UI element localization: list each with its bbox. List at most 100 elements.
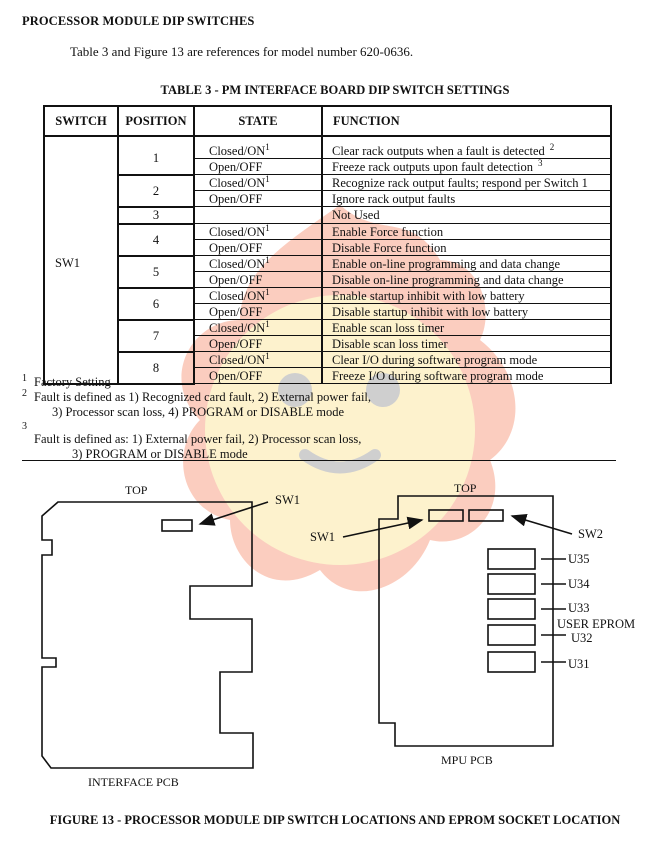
footnote-number: 2 [22,388,27,399]
footnote-text: Fault is defined as: 1) External power f… [34,432,362,446]
mpu-sw2-arrow [510,514,573,535]
header-switch: SWITCH [43,105,119,137]
table-row: 6 Closed/ON1 Enable startup inhibit with l… [44,286,612,321]
function-text: Enable startup inhibit with low battery [332,288,525,303]
state-text: Closed/ON [209,224,266,239]
eprom-socket-u31 [487,651,536,673]
table-header-row: SWITCH POSITION STATE FUNCTION [43,105,612,137]
function-cell: Enable scan loss timer [321,319,612,336]
function-cell: Enable Force function [321,223,612,240]
socket-label-u33: U33 [568,601,590,615]
mpu-pcb-outline [378,495,554,747]
mpu-sw1-label: SW1 [310,530,335,544]
mpu-sw2-switch [468,509,504,522]
state-cell: Closed/ON1 [193,174,323,191]
function-cell: Enable on-line programming and data chan… [321,255,612,272]
function-text: Recognize rack output faults; respond pe… [332,175,588,190]
table-row: Open/OFF Ignore rack output faults [44,190,612,207]
state-footnote-ref: 1 [265,318,270,329]
function-text: Disable scan loss timer [332,336,448,351]
function-text: Enable on-line programming and data chan… [332,256,561,271]
function-cell: Not Used [321,206,612,224]
function-text: Disable startup inhibit with low battery [332,304,529,319]
state-text: Open/OFF [209,191,263,206]
state-text: Open/OFF [209,272,263,287]
state-cell: Open/OFF [193,190,323,207]
function-text: Freeze I/O during software program mode [332,368,544,383]
state-text: Open/OFF [209,304,263,319]
function-cell: Disable Force function [321,239,612,256]
mpu-sw1-switch [428,509,464,522]
position-cell: 1 [117,136,195,176]
socket-label-u35: U35 [568,552,590,566]
footnote-1: 1 Factory Setting [22,373,371,390]
footnote-number: 1 [22,373,27,384]
footnote-2: 2 Fault is defined as 1) Recognized card… [22,388,371,420]
state-text: Closed/ON [209,288,266,303]
footnote-3: 3 Fault is defined as: 1) External power… [22,421,371,462]
function-cell: Clear rack outputs when a fault is detec… [321,136,612,159]
function-text: Freeze rack outputs upon fault detection [332,159,533,174]
table-title: TABLE 3 - PM INTERFACE BOARD DIP SWITCH … [160,83,510,97]
function-text: Not Used [332,208,380,222]
footnote-number: 3 [22,421,27,432]
eprom-socket-u32 [487,624,536,646]
position-cell: 2 [117,174,195,208]
interface-pcb-label: INTERFACE PCB [88,775,179,789]
state-footnote-ref: 1 [265,286,270,297]
header-position: POSITION [117,105,195,137]
figure-caption: FIGURE 13 - PROCESSOR MODULE DIP SWITCH … [49,813,621,827]
position-cell: 7 [117,319,195,353]
position-cell: 4 [117,223,195,257]
eprom-socket-u33 [487,598,536,620]
state-cell: Open/OFF [193,239,323,256]
state-cell: Closed/ON1 [193,255,323,272]
header-function: FUNCTION [321,105,612,137]
state-cell: Open/OFF [193,303,323,320]
function-text: Enable scan loss timer [332,320,445,335]
state-text: Closed/ON [209,352,266,367]
function-cell: Disable startup inhibit with low battery [321,303,612,320]
function-cell: Recognize rack output faults; respond pe… [321,174,612,191]
position-cell: 6 [117,287,195,321]
state-cell: Open/OFF [193,367,323,384]
socket-label-u31: U31 [568,657,590,671]
intro-text: Table 3 and Figure 13 are references for… [70,44,414,59]
state-text: Open/OFF [209,159,263,174]
function-cell: Ignore rack output faults [321,190,612,207]
socket-label-u32: U32 [571,631,593,645]
state-cell: Open/OFF [193,271,323,288]
function-footnote-ref: 3 [537,157,543,168]
function-text: Ignore rack output faults [332,191,456,206]
table-row: Open/OFF Freeze I/O during software progr… [44,367,612,384]
figure-13-diagram [41,495,573,769]
state-cell: Open/OFF [193,335,323,352]
state-text: Closed/ON [209,175,266,190]
state-text: Open/OFF [209,368,263,383]
position-cell: 3 [117,206,195,225]
table-row: Open/OFF Disable on-line programming and … [44,271,612,288]
state-cell: Open/OFF [193,158,323,175]
mpu-pcb-label: MPU PCB [441,753,493,767]
function-cell: Disable on-line programming and data cha… [321,271,612,288]
function-cell: Freeze rack outputs upon fault detection… [321,157,612,175]
footnote-text: 3) Processor scan loss, 4) PROGRAM or DI… [52,405,344,419]
function-footnote-ref: 2 [549,141,555,152]
state-footnote-ref: 1 [265,141,270,152]
mpu-sw2-label: SW2 [578,527,603,541]
function-text: Clear rack outputs when a fault is detec… [332,143,545,158]
state-cell [193,206,323,224]
interface-sw1-switch [161,519,193,532]
interface-sw1-label: SW1 [275,493,300,507]
position-cell: 8 [117,351,195,385]
footnote-text: 3) PROGRAM or DISABLE mode [72,447,248,461]
interface-top-label: TOP [125,483,148,497]
